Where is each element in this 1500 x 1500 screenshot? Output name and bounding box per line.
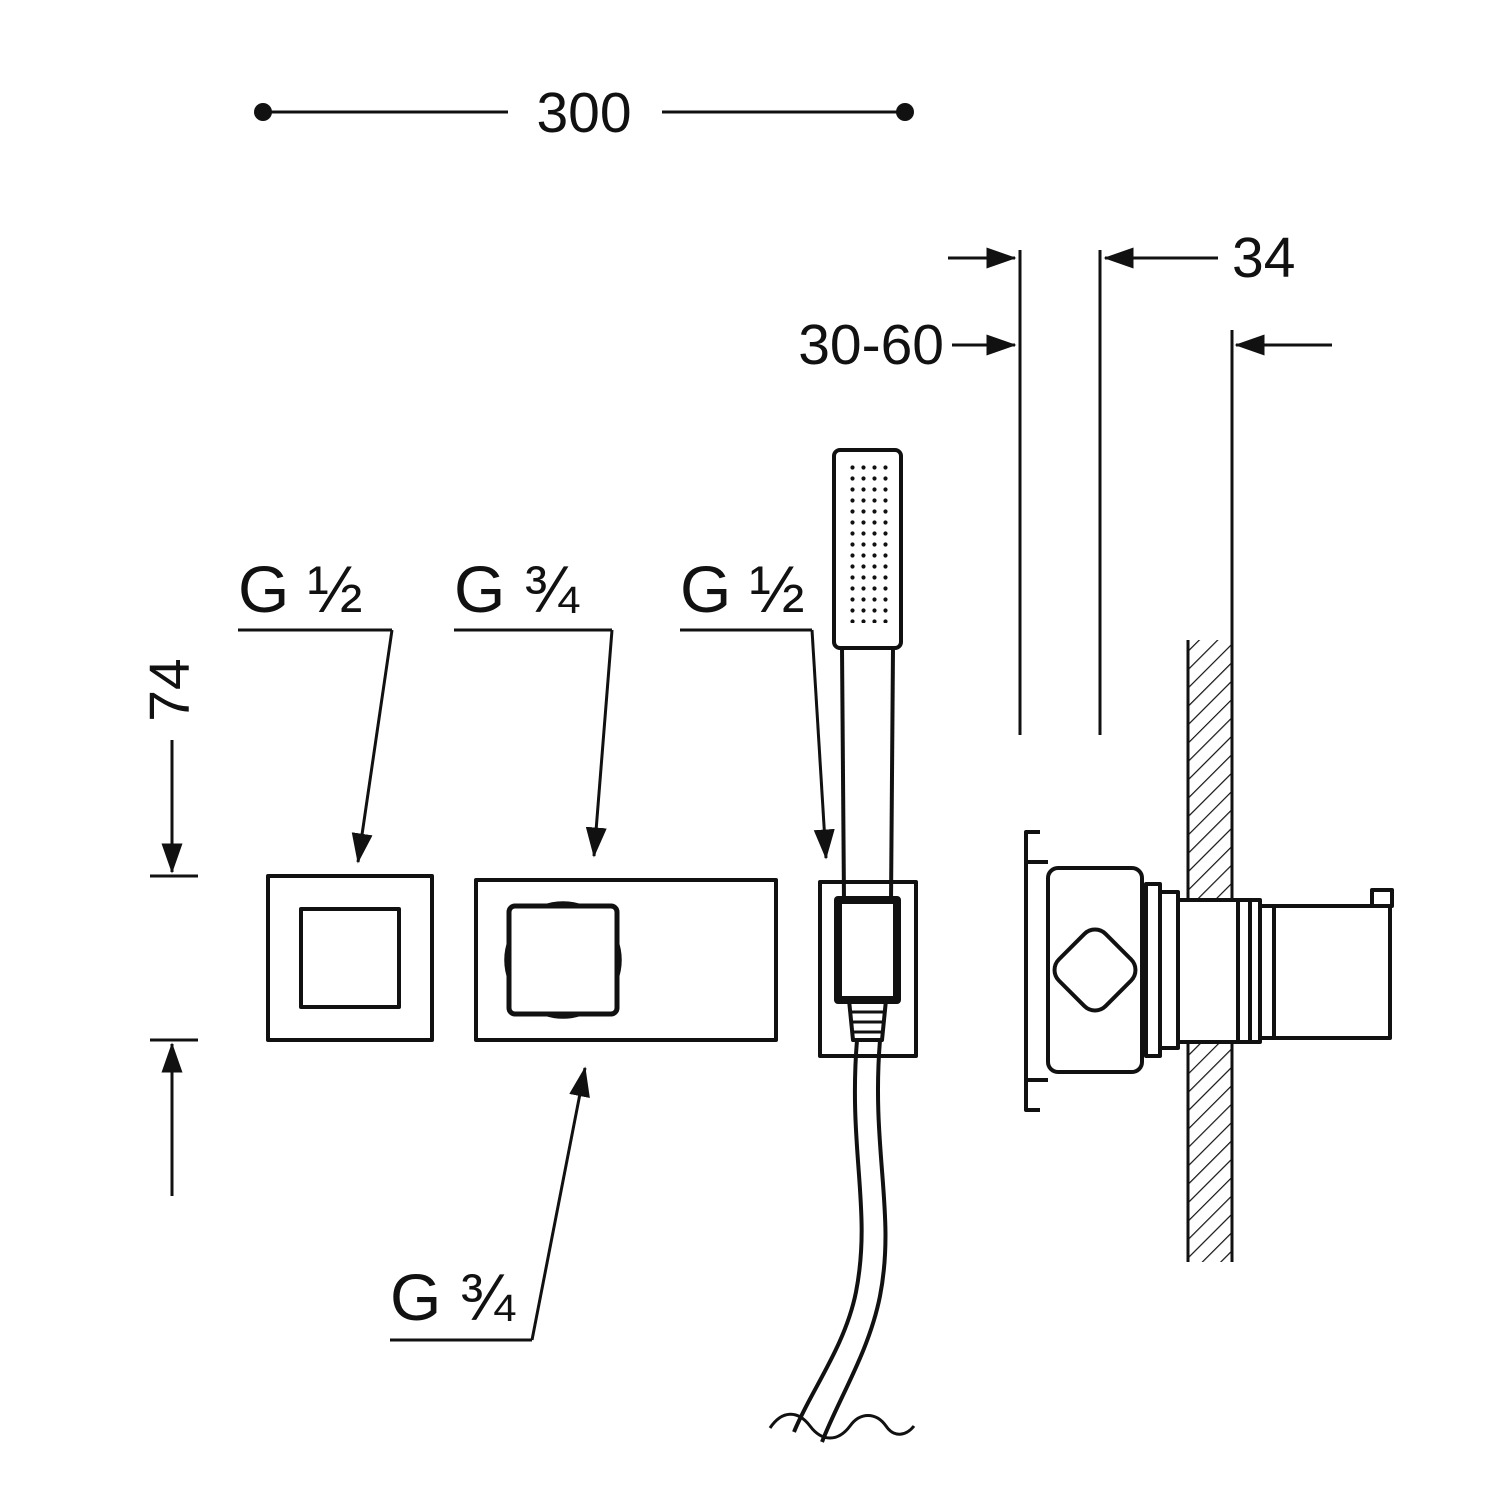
thread-label-center-bottom: G ¾ [390, 1260, 516, 1334]
dimension-recess-depth: 30-60 [798, 313, 1332, 377]
dim-projection-value: 34 [1232, 226, 1295, 290]
handshower [768, 448, 916, 1443]
handshower-handle-edge [889, 647, 895, 903]
wall-section [1186, 330, 1234, 1262]
knob-ring [504, 901, 622, 1019]
valve-section [1024, 830, 1394, 1112]
handshower-holder-plate [818, 880, 918, 1058]
handshower-handle-edge [840, 647, 846, 903]
handshower-head [832, 448, 903, 650]
dimension-overall-width: 300 [254, 81, 914, 145]
section-view [1018, 250, 1394, 1262]
thread-label-left: G ½ [238, 552, 363, 626]
dimension-projection: 34 [948, 226, 1295, 290]
wall-hatch-lower [1188, 1042, 1232, 1262]
hose-break-line [768, 1412, 916, 1440]
leader-line [351, 629, 394, 864]
flange-ring [1144, 882, 1162, 1058]
dimension-plate-height: 74 [138, 658, 202, 1196]
leader-line [530, 1066, 590, 1341]
thread-labels: G ½ G ¾ G ½ G ¾ [238, 552, 835, 1342]
spray-face [846, 463, 890, 623]
flange-ring [1158, 890, 1180, 1050]
leader-line [585, 629, 614, 858]
thread-label-center-top: G ¾ [454, 552, 580, 626]
hose-nut [847, 999, 888, 1042]
dim-overall-width-value: 300 [536, 81, 631, 145]
leader-line [810, 629, 835, 860]
mixer-trim-plate [474, 878, 778, 1042]
hose-edge [792, 1039, 864, 1433]
left-outlet-square [299, 907, 401, 1009]
through-wall-sleeve [1176, 898, 1262, 1044]
cartridge-cover [1052, 927, 1138, 1013]
handle-button [1370, 888, 1394, 908]
dim-recess-depth-value: 30-60 [798, 313, 944, 377]
holder-cup [834, 896, 901, 1004]
thread-label-handshower: G ½ [680, 552, 805, 626]
wall-hatch-upper [1188, 640, 1232, 900]
front-view [266, 448, 918, 1443]
left-trim-plate [266, 874, 434, 1042]
dim-plate-height-value: 74 [138, 658, 202, 721]
hose-edge [820, 1039, 888, 1443]
knob-square [506, 903, 620, 1017]
valve-body [1046, 866, 1144, 1074]
mounting-bracket [1024, 830, 1040, 1112]
handle-body [1258, 904, 1392, 1040]
